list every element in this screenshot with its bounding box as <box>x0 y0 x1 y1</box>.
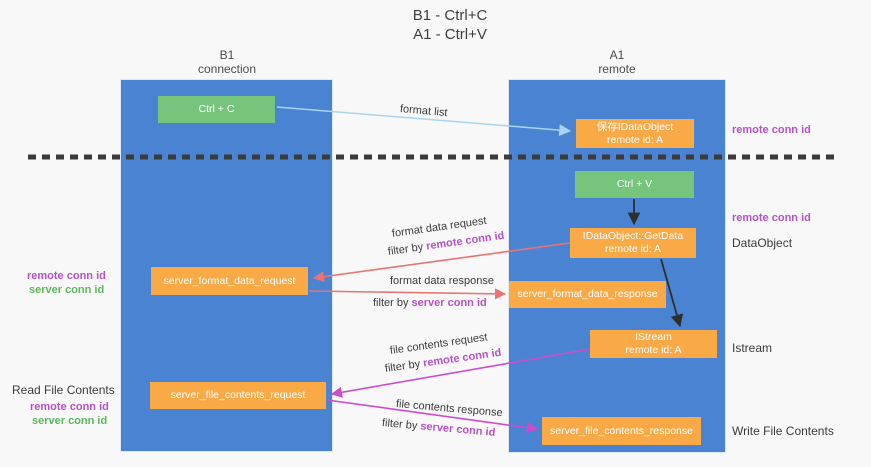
annotation-remote-conn-id-left-1: remote conn id <box>27 270 106 282</box>
annotation-server-conn-id-left-2: server conn id <box>32 415 108 427</box>
annotation-read-file-contents: Read File Contents <box>12 383 115 397</box>
node-ctrl-v-label: Ctrl + V <box>616 178 653 190</box>
node-format-response-label: server_format_data_response <box>517 288 658 300</box>
node-server-file-contents-response: server_file_contents_response <box>542 417 701 445</box>
title-line-2: A1 - Ctrl+V <box>413 26 487 43</box>
node-getdata-line2: remote id: A <box>604 243 662 255</box>
arrow-format-data-response <box>308 288 507 300</box>
node-file-request-label: server_file_contents_request <box>170 389 306 401</box>
node-save-idataobject-line1: 保存IDataObject <box>596 120 674 133</box>
node-save-idataobject-line2: remote id: A <box>606 133 664 146</box>
node-istream: IStream remote id: A <box>590 330 717 358</box>
filter-by-text-2: filter by <box>373 297 409 309</box>
title-line-1: B1 - Ctrl+C <box>412 7 488 24</box>
node-file-response-label: server_file_contents_response <box>549 424 693 437</box>
annotation-dataobject: DataObject <box>732 236 793 250</box>
annotation-write-file-contents: Write File Contents <box>732 424 834 438</box>
node-server-format-data-response: server_format_data_response <box>509 281 666 308</box>
node-getdata-line1: IDataObject::GetData <box>582 230 684 242</box>
filter-by-text-3: filter by <box>384 358 421 375</box>
server-conn-id-text-1: server conn id <box>411 297 487 309</box>
lane-header-b1: B1 connection <box>170 48 284 76</box>
lane-b1-role: connection <box>197 62 257 76</box>
node-ctrl-v: Ctrl + V <box>575 171 694 198</box>
edge-label-filter-server-2: filter by server conn id <box>381 417 495 439</box>
annotation-server-conn-id-left-1: server conn id <box>29 284 105 296</box>
node-idataobject-getdata: IDataObject::GetData remote id: A <box>570 228 696 258</box>
node-istream-line2: remote id: A <box>625 344 682 356</box>
lane-a1-role: remote <box>598 62 636 76</box>
lane-b1-name: B1 <box>219 48 235 62</box>
edge-label-filter-server-1: filter by server conn id <box>373 297 487 309</box>
filter-by-text-1: filter by <box>387 241 424 258</box>
edge-label-format-list: format list <box>399 103 449 120</box>
diagram-title: B1 - Ctrl+C A1 - Ctrl+V <box>350 6 550 44</box>
node-server-format-data-request: server_format_data_request <box>151 267 308 295</box>
edge-label-file-contents-response: file contents response <box>395 398 504 420</box>
annotation-remote-conn-id-top-right: remote conn id <box>732 124 811 136</box>
annotation-remote-conn-id-mid-right: remote conn id <box>732 212 811 224</box>
node-istream-line1: IStream <box>635 331 672 343</box>
server-conn-id-text-2: server conn id <box>419 420 496 439</box>
node-ctrl-c-label: Ctrl + C <box>198 103 235 115</box>
edge-label-format-data-response: format data response <box>390 275 494 287</box>
annotation-istream: Istream <box>732 341 773 355</box>
node-save-idataobject: 保存IDataObject remote id: A <box>576 119 694 148</box>
node-ctrl-c: Ctrl + C <box>158 96 275 123</box>
node-format-request-label: server_format_data_request <box>163 274 296 287</box>
node-server-file-contents-request: server_file_contents_request <box>150 382 326 409</box>
filter-by-text-4: filter by <box>381 417 418 433</box>
lane-a1-name: A1 <box>609 48 625 62</box>
annotation-remote-conn-id-left-2: remote conn id <box>30 401 109 413</box>
lane-header-a1: A1 remote <box>560 48 674 76</box>
